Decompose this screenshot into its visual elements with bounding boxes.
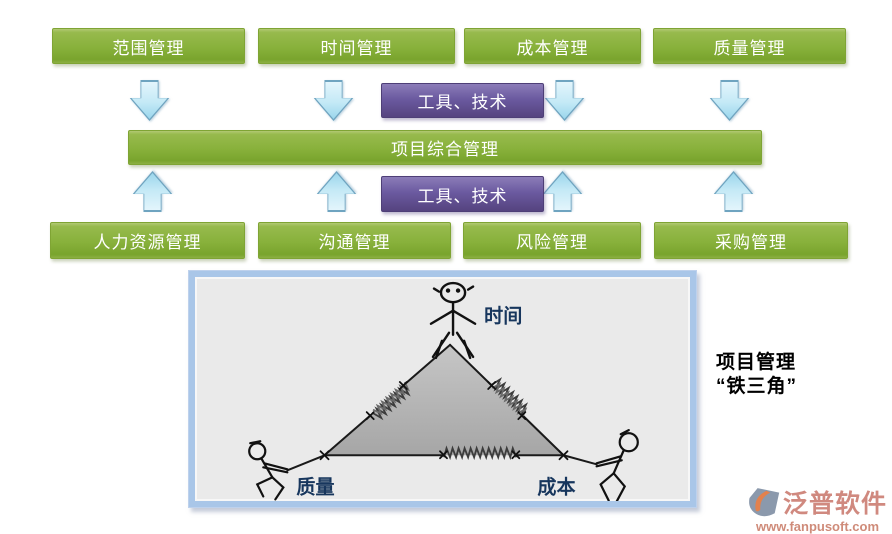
triangle-label-time: 时间 [484, 306, 522, 328]
up-arrow-icon [712, 171, 755, 212]
box-communication-management: 沟通管理 [258, 222, 451, 259]
caption-line2: “铁三角” [716, 376, 798, 397]
bar-project-integration-management: 项目综合管理 [128, 130, 762, 165]
up-arrow-icon [315, 171, 358, 212]
down-arrow-icon [543, 80, 586, 121]
iron-triangle-picture: 时间 质量 成本 [195, 277, 690, 501]
triangle-edges [286, 343, 598, 472]
box-tools-techniques-bottom: 工具、技术 [381, 176, 544, 212]
up-arrow-icon [131, 171, 174, 212]
box-cost-management: 成本管理 [464, 28, 641, 64]
fanpu-brand-text: 泛普软件 [783, 490, 888, 518]
box-time-management: 时间管理 [258, 28, 455, 64]
triangle-label-quality: 质量 [296, 476, 334, 498]
fanpu-url-text: www.fanpusoft.com [755, 519, 880, 534]
stick-figure-top [429, 281, 477, 360]
caption-line1: 项目管理 [716, 352, 797, 373]
down-arrow-icon [708, 80, 751, 121]
box-scope-management: 范围管理 [52, 28, 245, 64]
stick-figure-right [595, 429, 639, 501]
box-quality-management: 质量管理 [653, 28, 846, 64]
tension-spring-icon [371, 377, 529, 461]
triangle-label-cost: 成本 [537, 475, 576, 498]
fanpu-logo: 泛普软件 www.fanpusoft.com [745, 484, 890, 534]
triangle-shape [324, 344, 564, 456]
iron-triangle-caption: 项目管理 “铁三角” [716, 351, 836, 399]
iron-triangle-picture-frame: 时间 质量 成本 [188, 270, 697, 508]
box-procurement-management: 采购管理 [654, 222, 848, 259]
down-arrow-icon [128, 80, 171, 121]
box-risk-management: 风险管理 [463, 222, 641, 259]
fanpu-logo-icon [749, 487, 780, 516]
up-arrow-icon [541, 171, 584, 212]
box-hr-management: 人力资源管理 [50, 222, 245, 259]
iron-triangle-illustration: 时间 质量 成本 [248, 281, 639, 501]
down-arrow-icon [312, 80, 355, 121]
box-tools-techniques-top: 工具、技术 [381, 83, 544, 118]
stick-figure-left [248, 440, 289, 501]
edge-anchor-marks [319, 381, 569, 461]
